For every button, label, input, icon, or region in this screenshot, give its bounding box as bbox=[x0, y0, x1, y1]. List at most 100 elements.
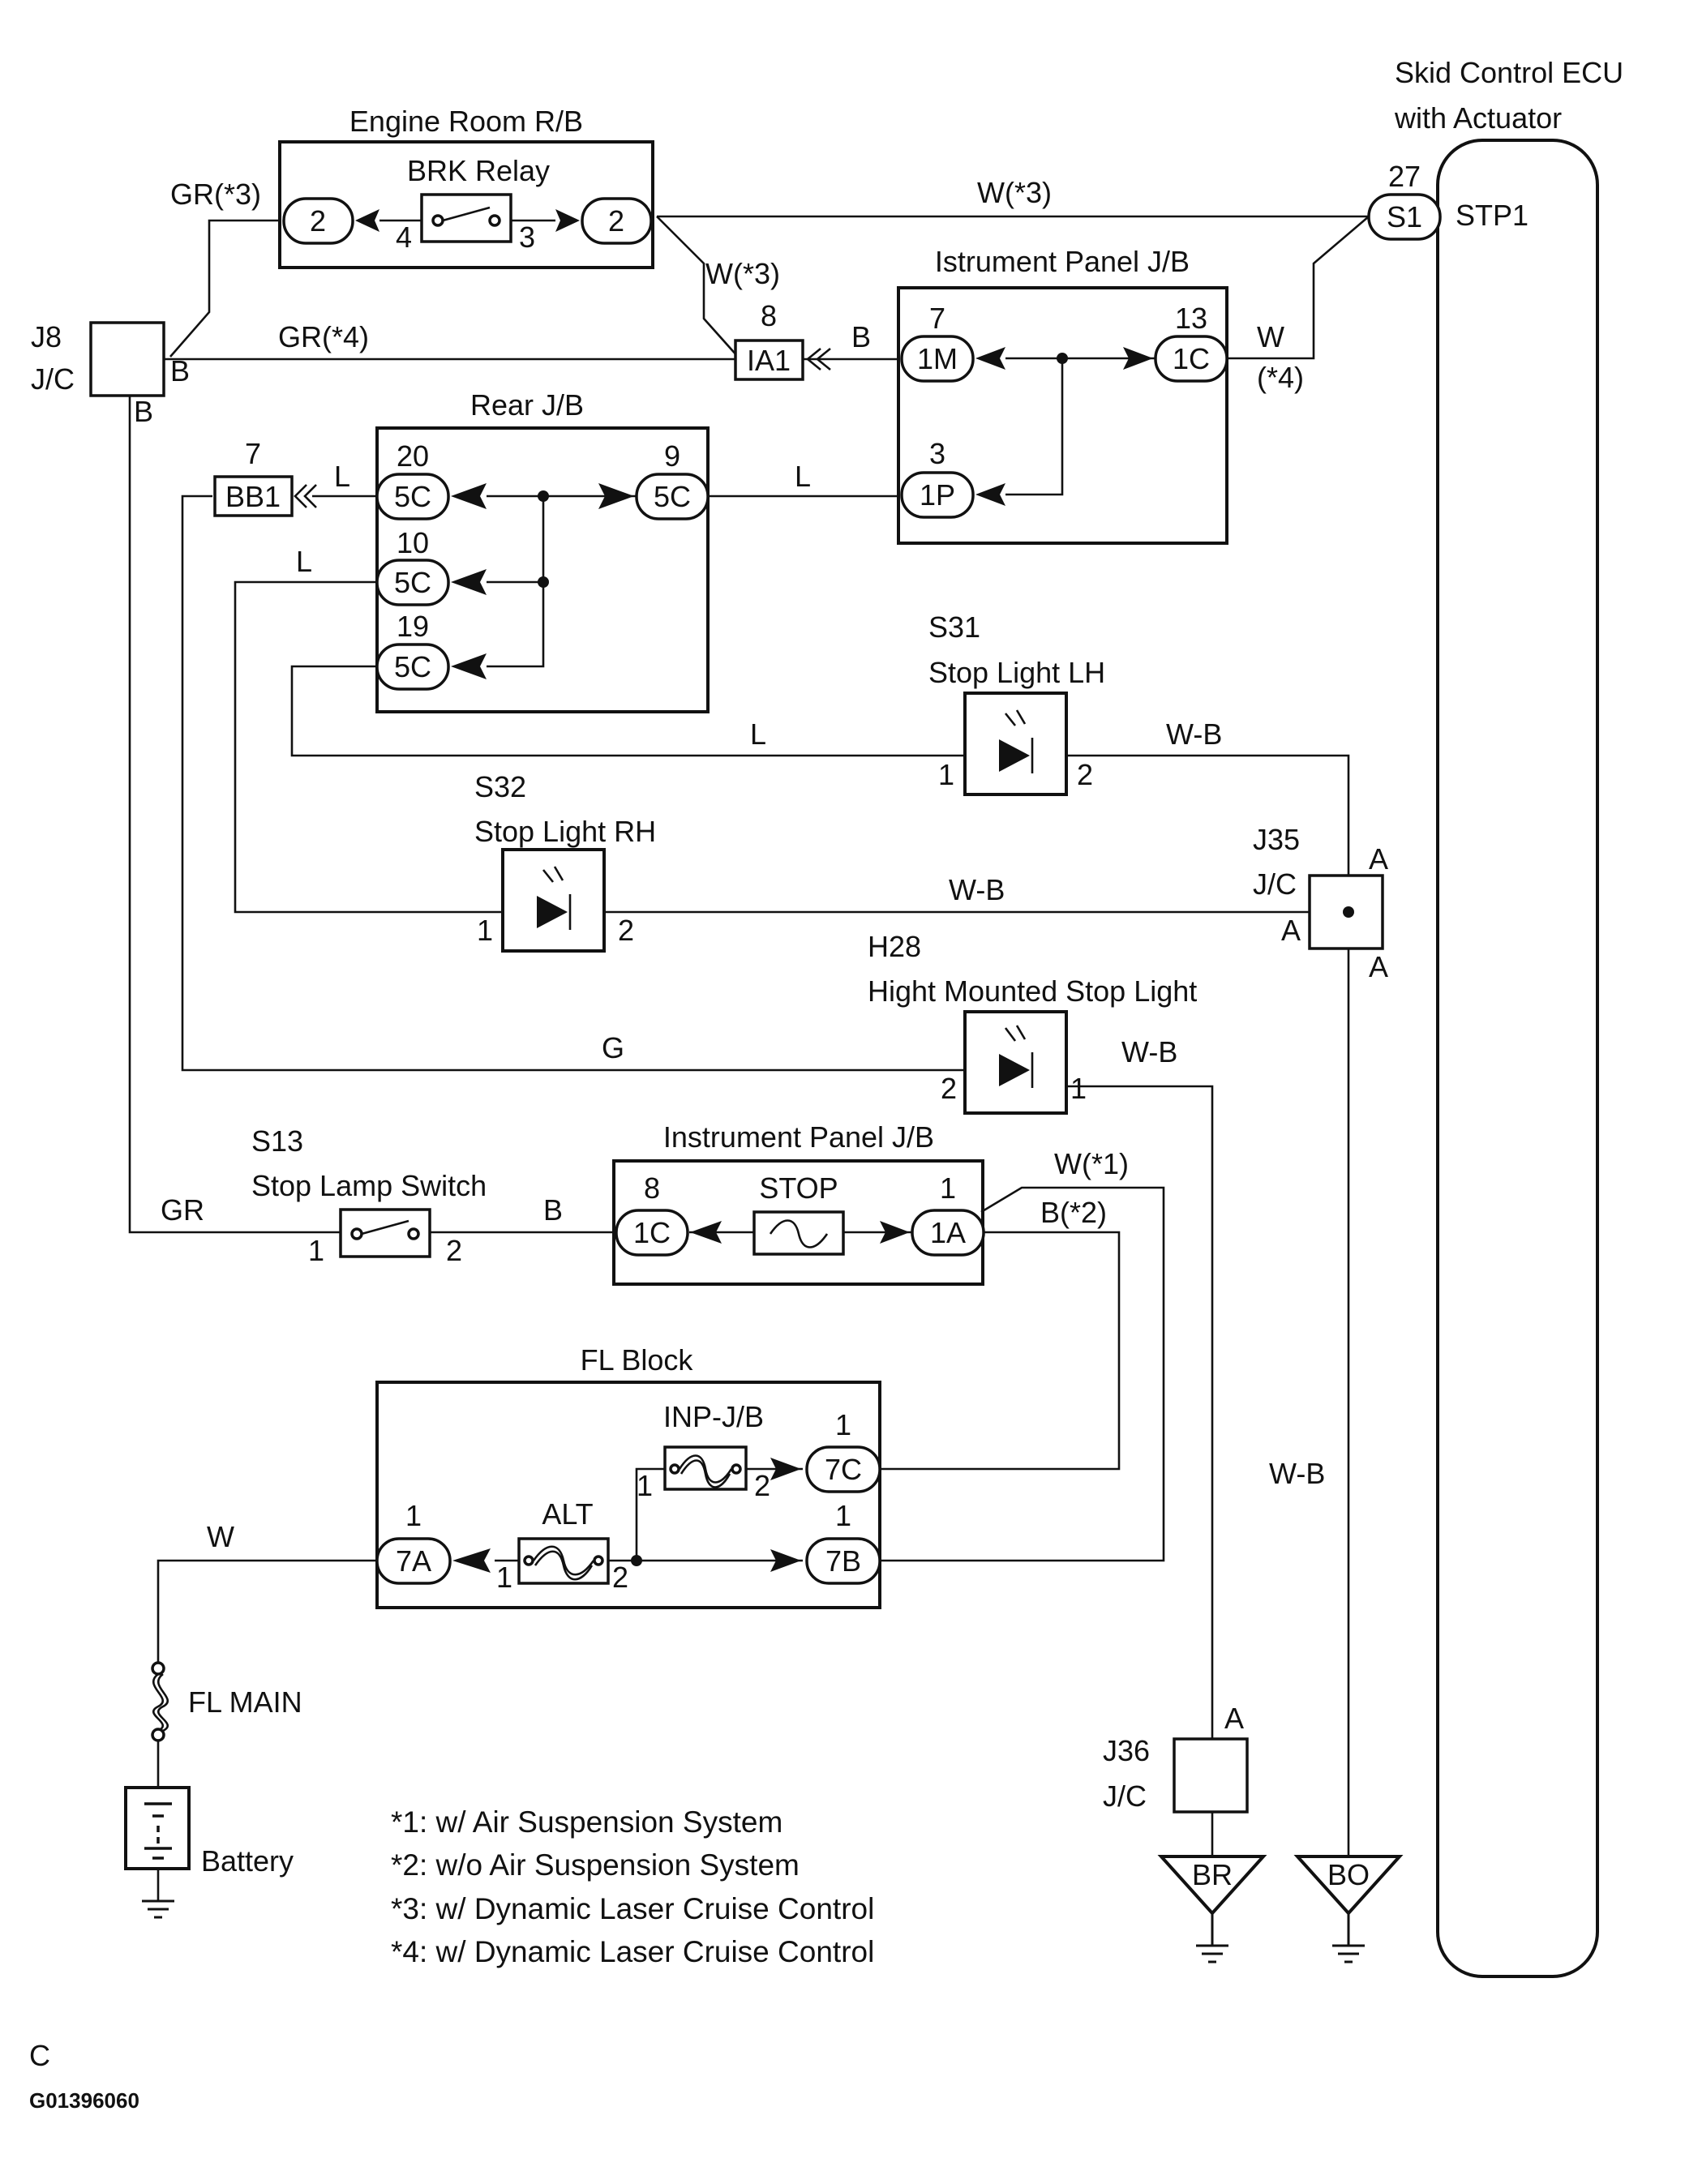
wire-w-main: W bbox=[207, 1520, 234, 1553]
rear-jb: Rear J/B 5C 20 5C 9 5C 10 5C 19 bbox=[375, 388, 710, 713]
j36-junction: J36 J/C A bbox=[1103, 1702, 1249, 1814]
j8-pin-b1: B bbox=[170, 354, 190, 388]
wire-wb-s32: W-B bbox=[949, 873, 1005, 906]
s31-p2: 2 bbox=[1077, 758, 1093, 791]
wire-w3-mid: W(*3) bbox=[705, 257, 780, 290]
j36-jc: J/C bbox=[1103, 1779, 1147, 1813]
note-2: *2: w/o Air Suspension System bbox=[391, 1848, 800, 1882]
ip-1p-num: 3 bbox=[929, 437, 945, 470]
s13-name: Stop Lamp Switch bbox=[251, 1169, 487, 1202]
s32-stop-light-rh: S32 Stop Light RH 1 2 bbox=[474, 770, 656, 953]
ip-1c-top-num: 13 bbox=[1175, 302, 1207, 335]
alt-pin-1: 1 bbox=[496, 1561, 512, 1594]
j35-a-bottom: A bbox=[1369, 950, 1388, 983]
note-3: *3: w/ Dynamic Laser Cruise Control bbox=[391, 1892, 874, 1925]
rear-5c-19: 5C bbox=[394, 650, 431, 683]
wire-w4-a: W bbox=[1257, 320, 1284, 353]
rear-5c-10-num: 10 bbox=[397, 526, 429, 559]
ip-1p: 1P bbox=[920, 478, 955, 512]
wire-l-bb1: L bbox=[334, 460, 350, 493]
rear-5c-19-num: 19 bbox=[397, 610, 429, 643]
alt-pin-2: 2 bbox=[612, 1561, 628, 1594]
wire-w3-top: W(*3) bbox=[977, 176, 1052, 209]
skid-control-ecu: Skid Control ECU with Actuator 27 S1 STP… bbox=[1367, 56, 1623, 1978]
rear-5c-9: 5C bbox=[654, 480, 691, 513]
wire-w4-b: (*4) bbox=[1257, 361, 1304, 394]
bb1-connector: BB1 7 bbox=[213, 437, 317, 517]
wire-wb-long: W-B bbox=[1269, 1457, 1325, 1490]
footer-letter: C bbox=[29, 2039, 50, 2072]
wire-b-ia1: B bbox=[851, 320, 871, 353]
s31-p1: 1 bbox=[938, 758, 954, 791]
h28-code: H28 bbox=[868, 930, 921, 963]
fl-7b: 7B bbox=[825, 1544, 861, 1578]
s31-code: S31 bbox=[928, 610, 980, 644]
inp-pin-1: 1 bbox=[637, 1469, 653, 1502]
fl-7c: 7C bbox=[825, 1453, 862, 1486]
s32-p2: 2 bbox=[618, 914, 634, 947]
wire-gr3: GR(*3) bbox=[170, 178, 261, 211]
engine-room-rb: Engine Room R/B BRK Relay 2 2 4 3 bbox=[278, 105, 654, 269]
wire-w1: W(*1) bbox=[1054, 1147, 1129, 1180]
rear-5c-10: 5C bbox=[394, 566, 431, 599]
fl-main-label: FL MAIN bbox=[188, 1685, 302, 1719]
engine-rb-num-right: 3 bbox=[519, 221, 535, 254]
instrument-panel-jb-bottom: Instrument Panel J/B 1C 8 STOP 1A 1 bbox=[612, 1120, 985, 1286]
footer-code: G01396060 bbox=[29, 2088, 139, 2113]
note-4: *4: w/ Dynamic Laser Cruise Control bbox=[391, 1935, 874, 1968]
j36-code: J36 bbox=[1103, 1734, 1150, 1767]
ia1-connector: IA1 8 bbox=[734, 299, 831, 381]
ip-jb-top-title: Istrument Panel J/B bbox=[935, 245, 1190, 278]
battery-label: Battery bbox=[201, 1844, 294, 1878]
s13-code: S13 bbox=[251, 1124, 303, 1158]
rear-5c-20-num: 20 bbox=[397, 439, 429, 473]
ia1-num: 8 bbox=[761, 299, 777, 332]
ip-1c-top: 1C bbox=[1173, 342, 1210, 375]
s31-name: Stop Light LH bbox=[928, 656, 1105, 689]
note-1: *1: w/ Air Suspension System bbox=[391, 1805, 782, 1839]
fl-7a: 7A bbox=[396, 1544, 431, 1578]
rear-5c-20: 5C bbox=[394, 480, 431, 513]
fl-7b-num: 1 bbox=[835, 1499, 851, 1532]
s13-p1: 1 bbox=[308, 1234, 324, 1267]
s31-stop-light-lh: S31 Stop Light LH 1 2 bbox=[928, 610, 1105, 796]
bb1-num: 7 bbox=[245, 437, 261, 470]
inp-jb-label: INP-J/B bbox=[663, 1400, 764, 1433]
ecu-title-2: with Actuator bbox=[1394, 101, 1562, 135]
ground-bo-label: BO bbox=[1327, 1858, 1370, 1891]
h28-p2: 1 bbox=[1070, 1072, 1087, 1105]
j35-jc: J/C bbox=[1253, 867, 1297, 901]
j35-a-left: A bbox=[1281, 914, 1301, 947]
wire-l-s31: L bbox=[750, 717, 766, 751]
instrument-panel-jb-top: Istrument Panel J/B 1M 7 1C 13 1P 3 bbox=[897, 245, 1228, 545]
fl-block-title: FL Block bbox=[581, 1343, 694, 1377]
s32-code: S32 bbox=[474, 770, 526, 803]
h28-high-mounted-stop-light: H28 Hight Mounted Stop Light 2 1 bbox=[868, 930, 1197, 1115]
engine-rb-title: Engine Room R/B bbox=[349, 105, 583, 138]
h28-name: Hight Mounted Stop Light bbox=[868, 974, 1197, 1008]
j8-pin-b2: B bbox=[134, 395, 153, 428]
s32-p1: 1 bbox=[477, 914, 493, 947]
ecu-terminal: STP1 bbox=[1456, 199, 1529, 232]
ip-1c-bottom: 1C bbox=[633, 1216, 671, 1249]
battery: Battery bbox=[124, 1786, 294, 1919]
ia1-label: IA1 bbox=[747, 344, 791, 377]
j35-junction: J35 J/C A A A bbox=[1253, 823, 1388, 983]
footnotes: *1: w/ Air Suspension System *2: w/o Air… bbox=[391, 1805, 874, 1968]
wire-wb-s31: W-B bbox=[1166, 717, 1222, 751]
ip-1m-num: 7 bbox=[929, 302, 945, 335]
ip-1m: 1M bbox=[917, 342, 958, 375]
s13-p2: 2 bbox=[446, 1234, 462, 1267]
fl-main-fuse: FL MAIN bbox=[151, 1661, 302, 1742]
ground-br-label: BR bbox=[1192, 1858, 1233, 1891]
fl-block: FL Block INP-J/B 1 2 7C 1 7A 1 ALT 1 2 7… bbox=[375, 1343, 881, 1609]
ground-bo: BO bbox=[1293, 1855, 1404, 1963]
wire-l-rear: L bbox=[795, 460, 811, 493]
wire-gr4: GR(*4) bbox=[278, 320, 369, 353]
ip-1a-num: 1 bbox=[940, 1171, 956, 1205]
wire-labels: GR(*3) W(*3) W(*3) GR(*4) B W (*4) L L L… bbox=[161, 176, 1325, 1553]
brk-relay-label: BRK Relay bbox=[407, 154, 550, 187]
j35-code: J35 bbox=[1253, 823, 1300, 856]
ecu-pin: S1 bbox=[1387, 200, 1422, 233]
